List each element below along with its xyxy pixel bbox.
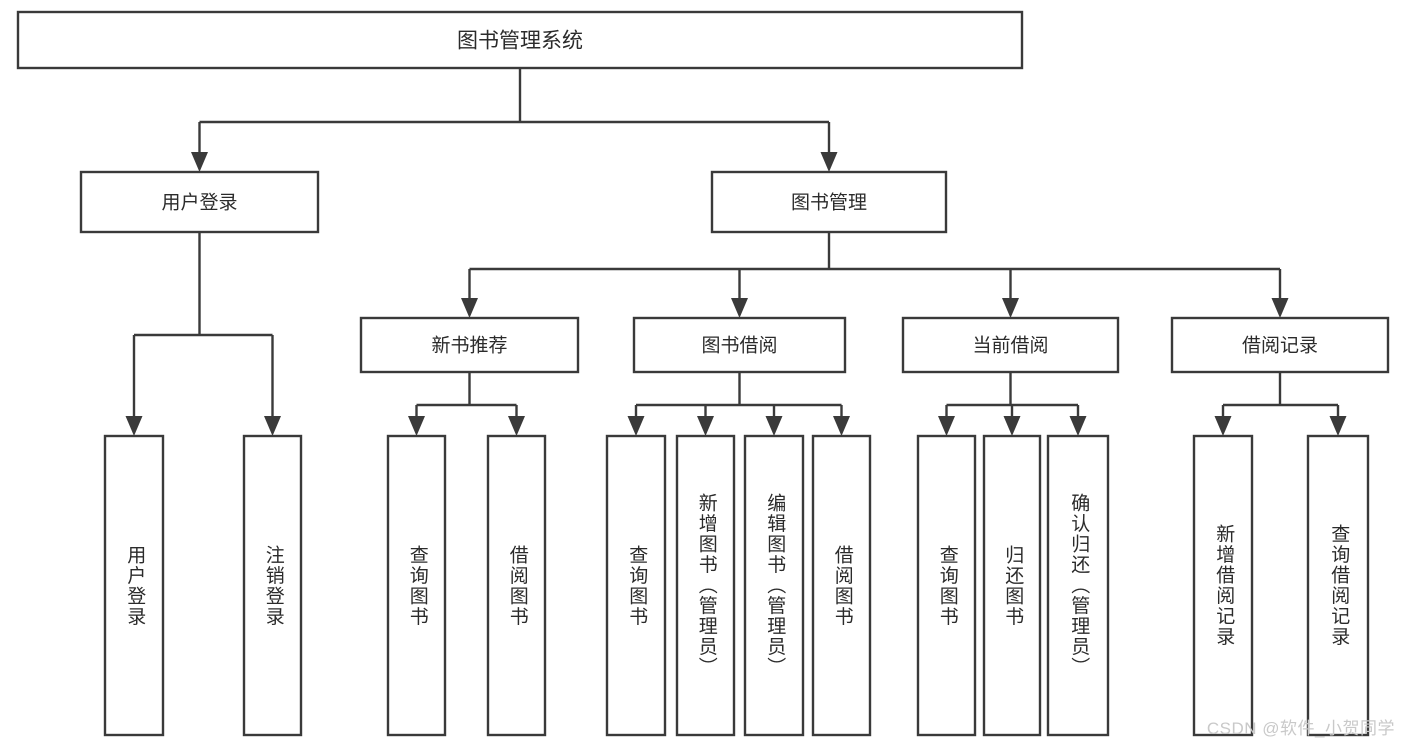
- node-box-book-borrow: [632, 316, 847, 374]
- connector-layer: [125, 68, 1347, 436]
- node-box-borrow-lend: [811, 434, 872, 737]
- node-box-user-login: [79, 170, 320, 234]
- node-rec-add[interactable]: 新增借阅记录: [1192, 434, 1254, 737]
- node-box-cur-confirm: [1046, 434, 1110, 737]
- node-box-root: [16, 10, 1024, 70]
- node-label-borrow-query: 查询图书: [626, 544, 648, 627]
- node-label-book-borrow: 图书借阅: [701, 335, 777, 357]
- node-borrow-query[interactable]: 查询图书: [605, 434, 667, 737]
- node-box-user-login: [103, 434, 165, 737]
- node-cur-return[interactable]: 归还图书: [982, 434, 1042, 737]
- node-box-cur-return: [982, 434, 1042, 737]
- node-label-wrap-rec-query: 查询图书: [406, 544, 428, 627]
- node-new-book-rec[interactable]: 新书推荐: [359, 316, 580, 374]
- node-box-borrow-add: [675, 434, 736, 737]
- node-cur-confirm[interactable]: 确认归还（管理员）: [1046, 434, 1110, 737]
- node-box-rec-query: [386, 434, 447, 737]
- node-label-rec-borrow: 借阅图书: [506, 544, 528, 627]
- node-label-wrap-rec-add: 新增借阅记录: [1213, 524, 1235, 647]
- node-label-wrap-cur-confirm: 确认归还（管理员）: [1068, 493, 1090, 678]
- arrow-down-icon-book-borrow: [731, 298, 748, 318]
- arrow-down-icon-cur-confirm: [1069, 416, 1087, 436]
- node-label-book-admin: 图书管理: [791, 192, 867, 214]
- node-label-borrow-add: 新增图书（管理员）: [695, 493, 717, 678]
- arrow-down-icon-cur-return: [1003, 416, 1021, 436]
- node-label-user-login: 用户登录: [161, 192, 237, 214]
- arrow-down-icon-rec-search: [1329, 416, 1347, 436]
- arrow-down-icon-rec-borrow: [508, 416, 525, 436]
- arrow-down-icon-user-login: [125, 416, 143, 436]
- node-user-login[interactable]: 用户登录: [79, 170, 320, 234]
- arrow-down-icon-borrow-edit: [765, 416, 783, 436]
- node-box-borrow-edit: [743, 434, 805, 737]
- node-rec-search[interactable]: 查询借阅记录: [1306, 434, 1370, 737]
- node-label-rec-search: 查询借阅记录: [1328, 524, 1350, 647]
- arrow-down-icon-user-login: [191, 152, 208, 172]
- node-rec-borrow[interactable]: 借阅图书: [486, 434, 547, 737]
- arrow-down-icon-rec-add: [1214, 416, 1232, 436]
- node-cur-query[interactable]: 查询图书: [916, 434, 977, 737]
- node-label-cur-confirm: 确认归还（管理员）: [1068, 493, 1090, 678]
- node-label-new-book-rec: 新书推荐: [431, 335, 507, 357]
- node-label-borrow-record: 借阅记录: [1242, 335, 1318, 357]
- node-book-borrow[interactable]: 图书借阅: [632, 316, 847, 374]
- node-label-wrap-borrow-query: 查询图书: [626, 544, 648, 627]
- node-user-login[interactable]: 用户登录: [103, 434, 165, 737]
- node-box-book-admin: [710, 170, 948, 234]
- node-box-current-borrow: [901, 316, 1120, 374]
- node-box-borrow-query: [605, 434, 667, 737]
- arrow-down-icon-borrow-query: [627, 416, 645, 436]
- arrow-down-icon-book-admin: [820, 152, 838, 172]
- node-label-wrap-user-login: 用户登录: [124, 544, 146, 627]
- node-box-rec-search: [1306, 434, 1370, 737]
- node-current-borrow[interactable]: 当前借阅: [901, 316, 1120, 374]
- node-rec-query[interactable]: 查询图书: [386, 434, 447, 737]
- arrow-down-icon-borrow-record: [1271, 298, 1289, 318]
- node-label-wrap-borrow-lend: 借阅图书: [831, 544, 853, 627]
- node-root[interactable]: 图书管理系统: [16, 10, 1024, 70]
- node-label-rec-add: 新增借阅记录: [1213, 524, 1235, 647]
- node-label-wrap-rec-search: 查询借阅记录: [1328, 524, 1350, 647]
- node-box-rec-borrow: [486, 434, 547, 737]
- arrow-down-icon-cur-query: [938, 416, 955, 436]
- node-book-admin[interactable]: 图书管理: [710, 170, 948, 234]
- node-box-borrow-record: [1170, 316, 1390, 374]
- arrow-down-icon-user-logout: [264, 416, 281, 436]
- node-label-wrap-rec-borrow: 借阅图书: [506, 544, 528, 627]
- node-box-user-logout: [242, 434, 303, 737]
- node-label-rec-query: 查询图书: [406, 544, 428, 627]
- node-label-user-login: 用户登录: [124, 544, 146, 627]
- node-label-root: 图书管理系统: [457, 30, 583, 53]
- node-user-logout[interactable]: 注销登录: [242, 434, 303, 737]
- node-label-wrap-borrow-add: 新增图书（管理员）: [695, 493, 717, 678]
- node-label-wrap-cur-return: 归还图书: [1002, 544, 1024, 627]
- node-layer: 图书管理系统用户登录图书管理新书推荐图书借阅当前借阅借阅记录用户登录注销登录查询…: [16, 10, 1390, 737]
- node-label-wrap-borrow-edit: 编辑图书（管理员）: [764, 493, 786, 678]
- node-label-borrow-edit: 编辑图书（管理员）: [764, 493, 786, 678]
- node-label-wrap-cur-query: 查询图书: [936, 544, 958, 627]
- node-label-cur-return: 归还图书: [1002, 544, 1024, 627]
- node-box-cur-query: [916, 434, 977, 737]
- node-label-user-logout: 注销登录: [262, 544, 284, 627]
- node-borrow-lend[interactable]: 借阅图书: [811, 434, 872, 737]
- node-borrow-edit[interactable]: 编辑图书（管理员）: [743, 434, 805, 737]
- node-borrow-add[interactable]: 新增图书（管理员）: [675, 434, 736, 737]
- node-label-wrap-user-logout: 注销登录: [262, 544, 284, 627]
- node-label-current-borrow: 当前借阅: [972, 335, 1048, 357]
- arrow-down-icon-borrow-add: [697, 416, 714, 436]
- node-label-borrow-lend: 借阅图书: [831, 544, 853, 627]
- node-borrow-record[interactable]: 借阅记录: [1170, 316, 1390, 374]
- arrow-down-icon-current-borrow: [1002, 298, 1019, 318]
- node-label-cur-query: 查询图书: [936, 544, 958, 627]
- arrow-down-icon-rec-query: [408, 416, 425, 436]
- arrow-down-icon-new-book-rec: [461, 298, 478, 318]
- node-box-new-book-rec: [359, 316, 580, 374]
- arrow-down-icon-borrow-lend: [833, 416, 850, 436]
- node-box-rec-add: [1192, 434, 1254, 737]
